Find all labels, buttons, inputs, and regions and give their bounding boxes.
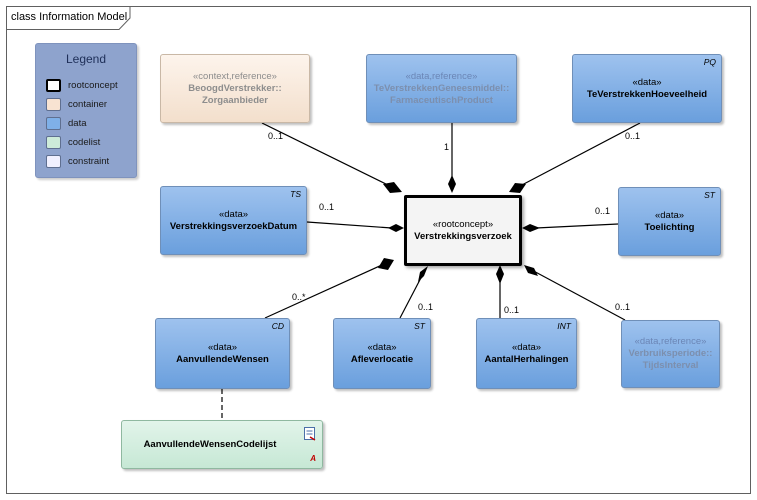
class-name: Toelichting [644,221,695,233]
stereotype-label: «data» [654,209,685,221]
stereotype-label: «rootconcept» [432,218,494,230]
diamond-gebruiksperiode [524,265,538,276]
legend-swatch-codelist [46,136,61,149]
diamond-datum [388,224,404,232]
multiplicity-farmaceutisch: 1 [444,142,450,152]
edge-toelichting [535,223,619,229]
class-aanvullende-wensen-codelijst[interactable]: AanvullendeWensenCodelijst A [121,420,323,469]
legend-title: Legend [65,52,107,66]
datatype-tag: TS [290,189,301,199]
class-name: AanvullendeWensen [176,353,269,365]
legend-label: data [68,118,87,129]
legend-label: codelist [68,137,101,148]
diamond-wensen [378,258,394,270]
edge-datum [306,221,393,229]
diamond-farmaceutisch [448,175,456,193]
legend-swatch-container [46,98,61,111]
legend-label: container [68,99,108,110]
stereotype-label: «data,reference» [634,336,707,347]
class-name: Afleverlocatie [350,353,414,365]
class-name: Verstrekkingsverzoek [414,230,512,242]
legend-swatch-data [46,117,61,130]
edge-gebruiksperiode [527,267,626,321]
class-aanvullende-wensen[interactable]: CD «data» AanvullendeWensen [155,318,290,389]
class-name-line: FarmaceutischProduct [390,94,493,106]
diamond-toelichting [522,224,540,232]
class-verstrekkingsverzoek-datum[interactable]: TS «data» VerstrekkingsverzoekDatum [160,186,307,255]
class-farmaceutisch-product[interactable]: «data,reference» TeVerstrekkenGeneesmidd… [366,54,517,123]
edge-wensen [264,263,385,319]
multiplicity-toelichting: 0..1 [595,206,611,216]
class-name-line: TeVerstrekkenGeneesmiddel:: [373,82,510,94]
edge-zorgaanbieder [261,122,391,187]
stereotype-label: «data» [632,76,662,88]
class-aantal-herhalingen[interactable]: INT «data» AantalHerhalingen [476,318,577,389]
diamond-zorgaanbieder [383,182,402,193]
datatype-tag: ST [704,190,715,200]
multiplicity-afleverlocatie: 0..1 [418,302,434,312]
class-afleverlocatie[interactable]: ST «data» Afleverlocatie [333,318,431,389]
class-name: AantalHerhalingen [484,353,569,365]
stereotype-label: «data» [218,208,249,220]
diamond-hoeveelheid [509,183,526,193]
diagram-title: class Information Model [11,11,128,23]
datatype-tag: PQ [703,57,716,67]
class-verstrekkingsverzoek-root[interactable]: «rootconcept» Verstrekkingsverzoek [404,195,522,266]
multiplicity-hoeveelheid: 0..1 [625,131,641,141]
class-te-verstrekken-hoeveelheid[interactable]: PQ «data» TeVerstrekkenHoeveelheid [572,54,722,123]
stereotype-label: «data» [207,341,238,353]
class-name-line: TijdsInterval [642,360,699,371]
frame-tab [7,7,131,30]
multiplicity-zorgaanbieder: 0..1 [268,131,284,141]
multiplicity-wensen: 0..* [292,292,306,302]
datatype-tag: INT [557,321,571,331]
stereotype-label: «data» [367,341,397,353]
codelist-icon [304,427,316,441]
multiplicity-datum: 0..1 [319,202,335,212]
multiplicity-gebruiksperiode: 0..1 [615,302,631,312]
codelist-marker: A [310,454,316,463]
legend-swatch-constraint [46,155,61,168]
class-name: AanvullendeWensenCodelijst [143,438,277,450]
stereotype-label: «data» [511,341,542,353]
class-name-line: Zorgaanbieder [202,94,268,106]
class-name-line: BeoogdVerstrekker:: [188,82,282,94]
class-toelichting[interactable]: ST «data» Toelichting [618,187,721,256]
legend-swatch-rootconcept [46,79,61,92]
diamond-herhalingen [496,265,504,284]
legend-label: constraint [68,156,110,167]
class-verbruiksperiode[interactable]: «data,reference» Verbruiksperiode:: Tijd… [621,320,720,388]
diagram-frame: class Information Model [6,6,751,494]
diamond-afleverlocatie [418,266,428,282]
datatype-tag: ST [414,321,425,331]
legend-label: rootconcept [68,80,118,91]
datatype-tag: CD [271,321,284,331]
class-name: TeVerstrekkenHoeveelheid [586,88,708,100]
multiplicity-herhalingen: 0..1 [504,305,520,315]
class-name: VerstrekkingsverzoekDatum [169,220,298,232]
class-name-line: Verbruiksperiode:: [628,348,713,359]
stereotype-label: «context,reference» [193,70,277,82]
class-zorgaanbieder[interactable]: «context,reference» BeoogdVerstrekker:: … [160,54,310,123]
edge-hoeveelheid [519,122,641,187]
legend: Legend rootconcept container data codeli… [35,43,137,178]
stereotype-label: «data,reference» [405,70,478,82]
